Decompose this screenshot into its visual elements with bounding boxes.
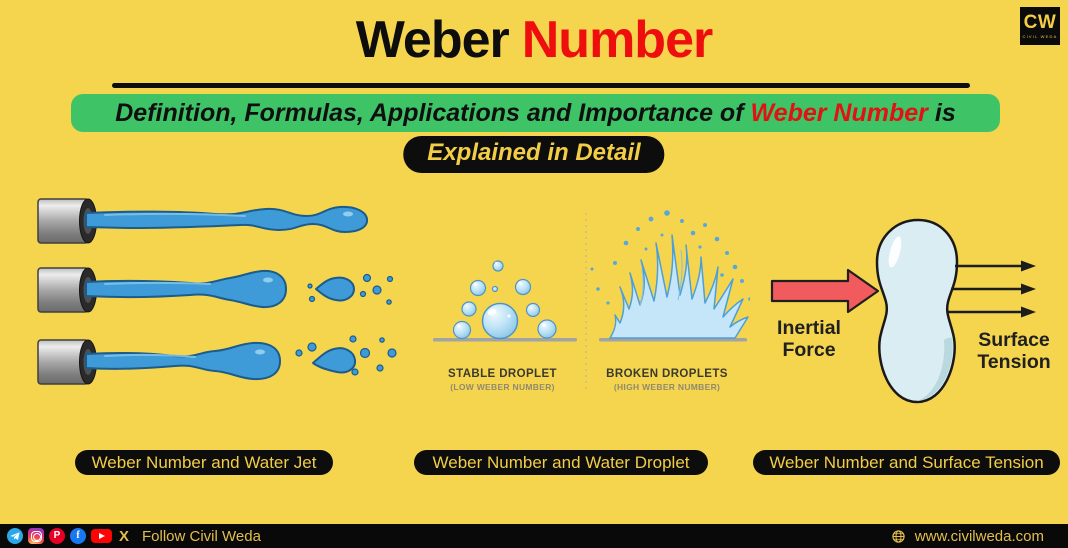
broken-droplets-sublabel: (HIGH WEBER NUMBER) <box>613 382 721 392</box>
follow-text: Follow Civil Weda <box>142 527 261 545</box>
surface-tension-illustration <box>770 218 1036 404</box>
banner-suffix: is <box>934 98 956 127</box>
caption-pill-water-jet: Weber Number and Water Jet <box>75 450 333 475</box>
detached-droplet-3 <box>312 347 357 374</box>
banner-prefix: Definition, Formulas, Applications and I… <box>115 98 744 127</box>
caption-pill-surface-tension: Weber Number and Surface Tension <box>753 450 1060 475</box>
broken-droplets-caption: BROKEN DROPLETS (HIGH WEBER NUMBER) <box>592 368 742 392</box>
facebook-icon[interactable]: f <box>70 528 86 544</box>
baseline-broken <box>599 338 747 342</box>
telegram-icon[interactable] <box>7 528 23 544</box>
stable-droplet-bubbles <box>452 260 557 340</box>
jet-stream-2 <box>85 269 287 309</box>
surface-tension-label: Surface Tension <box>977 329 1051 373</box>
jet-stream-1 <box>85 205 369 233</box>
inertial-force-arrow <box>770 268 880 314</box>
globe-icon <box>892 529 905 543</box>
youtube-icon[interactable] <box>91 529 112 543</box>
footer-bar: P f X Follow Civil Weda www.civilweda.co… <box>0 524 1068 548</box>
water-droplet-illustration <box>433 210 750 393</box>
caption-pill-water-droplet: Weber Number and Water Droplet <box>414 450 708 475</box>
brand-subtext: CIVIL WEDA <box>1022 33 1058 39</box>
banner-highlight: Weber Number <box>750 98 928 127</box>
instagram-icon[interactable] <box>28 528 44 544</box>
website-url[interactable]: www.civilweda.com <box>914 527 1044 545</box>
subtitle-banner: Definition, Formulas, Applications and I… <box>71 94 1000 132</box>
stable-droplet-caption: STABLE DROPLET (LOW WEBER NUMBER) <box>425 368 580 392</box>
surface-tension-arrows <box>948 264 1021 314</box>
water-jet-illustration <box>37 198 397 385</box>
title-word-black: Weber <box>355 11 510 69</box>
stable-droplet-label: STABLE DROPLET <box>448 368 557 380</box>
title-word-red: Number <box>521 11 713 69</box>
jet-stream-3 <box>85 341 281 381</box>
splash-droplets <box>590 210 750 305</box>
brand-initials: CW <box>1023 12 1057 34</box>
inertial-force-label: Inertial Force <box>777 317 841 361</box>
title-underline <box>112 83 970 88</box>
deformed-droplet-blob <box>875 218 959 404</box>
splash-crown <box>609 234 749 339</box>
pinterest-icon[interactable]: P <box>49 528 65 544</box>
detached-droplet-2 <box>315 276 355 302</box>
x-twitter-icon[interactable]: X <box>118 527 129 545</box>
broken-droplets-label: BROKEN DROPLETS <box>606 368 728 380</box>
stable-droplet-sublabel: (LOW WEBER NUMBER) <box>450 382 555 392</box>
baseline-stable <box>433 338 577 342</box>
detail-pill: Explained in Detail <box>403 136 665 173</box>
brand-logo: CW CIVIL WEDA <box>1020 7 1060 45</box>
page-title: Weber Number <box>0 10 1068 70</box>
